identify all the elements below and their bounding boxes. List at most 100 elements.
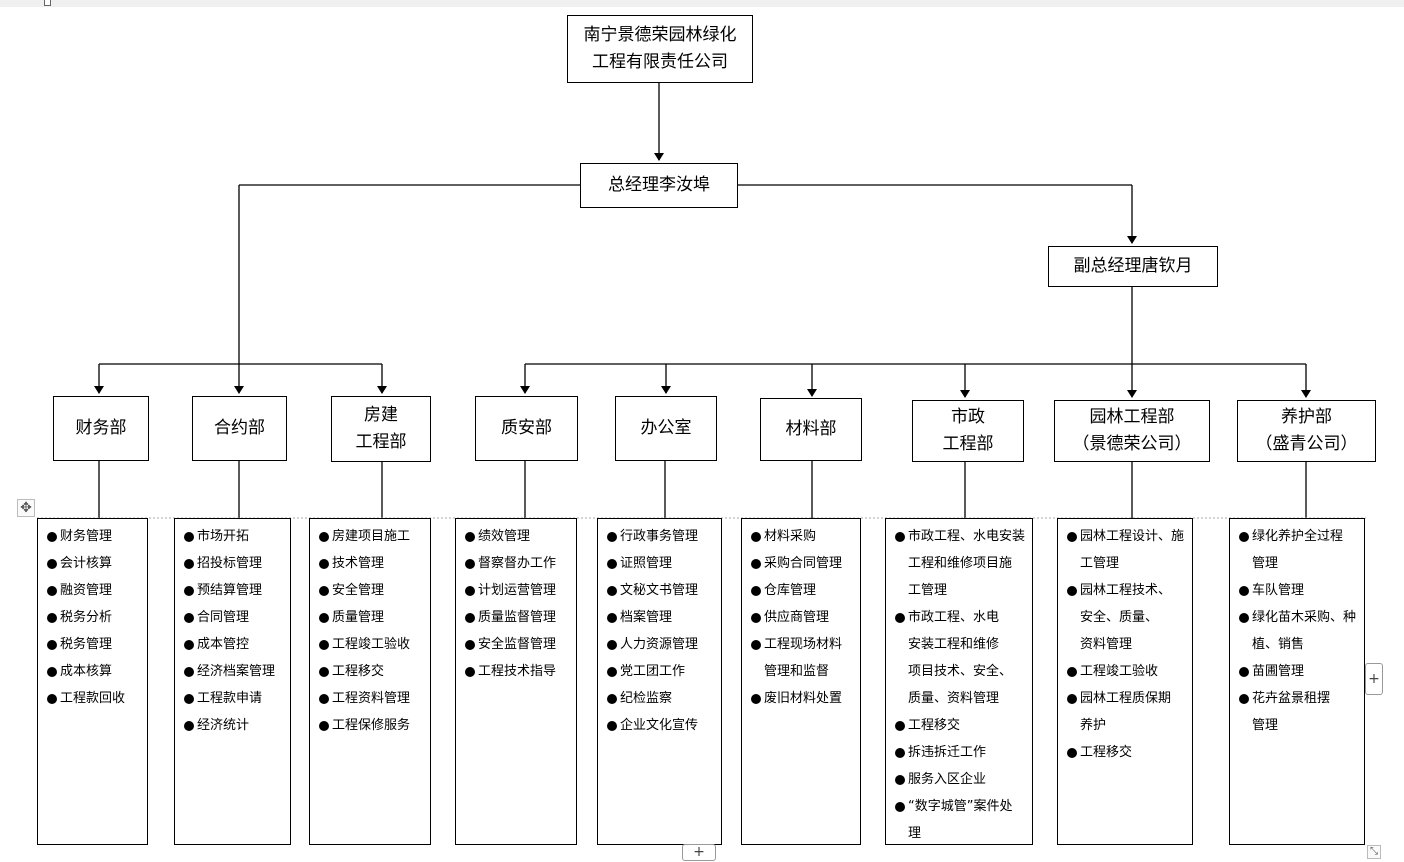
duty-list-landscape: 园林工程设计、施 工管理 园林工程技术、 安全、质量、 资料管理 工程竣工验收 … xyxy=(1057,518,1193,845)
dept-name: 养护部 （盛青公司） xyxy=(1255,407,1358,454)
duty-item: 税务分析 xyxy=(47,604,143,631)
dept-name: 材料部 xyxy=(785,419,837,439)
duty-item: 质量管理 xyxy=(319,604,426,631)
duty-item: 工程技术指导 xyxy=(465,658,572,685)
plus-icon: + xyxy=(693,844,705,860)
dept-name: 财务部 xyxy=(75,418,127,438)
duty-item: 融资管理 xyxy=(47,577,143,604)
add-row-button[interactable]: + xyxy=(682,844,716,861)
general-manager-box: 总经理李汝埠 xyxy=(580,163,738,208)
duty-item: 服务入区企业 xyxy=(895,766,1028,793)
duty-item: “数字城管”案件处 理 xyxy=(895,793,1028,847)
duty-list-materials: 材料采购 采购合同管理 仓库管理 供应商管理 工程现场材料 管理和监督 废旧材料… xyxy=(741,518,861,845)
duty-item: 园林工程技术、 安全、质量、 资料管理 xyxy=(1067,577,1188,658)
duty-item: 绩效管理 xyxy=(465,523,572,550)
duty-item: 合同管理 xyxy=(184,604,286,631)
duty-item: 房建项目施工 xyxy=(319,523,426,550)
ruler-marker xyxy=(44,0,51,6)
duty-list-municipal: 市政工程、水电安装 工程和维修项目施 工管理 市政工程、水电 安装工程和维修 项… xyxy=(885,518,1033,845)
duty-list-contract: 市场开拓 招投标管理 预结算管理 合同管理 成本管控 经济档案管理 工程款申请 … xyxy=(174,518,291,845)
duty-item: 税务管理 xyxy=(47,631,143,658)
dept-box-housing: 房建 工程部 xyxy=(331,396,431,462)
duty-item: 企业文化宣传 xyxy=(607,712,717,739)
duty-item: 供应商管理 xyxy=(751,604,856,631)
dept-name: 合约部 xyxy=(214,418,265,438)
duty-item: 市政工程、水电安装 工程和维修项目施 工管理 xyxy=(895,523,1028,604)
duty-item: 工程移交 xyxy=(895,712,1028,739)
duty-list-office: 行政事务管理 证照管理 文秘文书管理 档案管理 人力资源管理 党工团工作 纪检监… xyxy=(597,518,722,845)
duty-item: 成本核算 xyxy=(47,658,143,685)
top-ruler-strip xyxy=(0,0,1404,7)
duty-item: 工程保修服务 xyxy=(319,712,426,739)
duty-item: 车队管理 xyxy=(1239,577,1360,604)
duty-item: 计划运营管理 xyxy=(465,577,572,604)
duty-item: 采购合同管理 xyxy=(751,550,856,577)
duty-item: 会计核算 xyxy=(47,550,143,577)
duty-item: 安全监督管理 xyxy=(465,631,572,658)
company-name: 南宁景德荣园林绿化 工程有限责任公司 xyxy=(583,25,737,72)
dept-name: 园林工程部 （景德荣公司） xyxy=(1072,407,1192,454)
duty-item: 纪检监察 xyxy=(607,685,717,712)
deputy-manager-label: 副总经理唐钦月 xyxy=(1073,256,1193,276)
duty-item: 行政事务管理 xyxy=(607,523,717,550)
duty-item: 拆违拆迁工作 xyxy=(895,739,1028,766)
duty-item: 人力资源管理 xyxy=(607,631,717,658)
duty-item: 工程款申请 xyxy=(184,685,286,712)
dept-box-landscape: 园林工程部 （景德荣公司） xyxy=(1054,400,1210,462)
duty-item: 仓库管理 xyxy=(751,577,856,604)
duty-list-housing: 房建项目施工 技术管理 安全管理 质量管理 工程竣工验收 工程移交 工程资料管理… xyxy=(309,518,431,845)
duty-item: 安全管理 xyxy=(319,577,426,604)
add-column-button[interactable]: + xyxy=(1365,663,1383,695)
deputy-manager-box: 副总经理唐钦月 xyxy=(1048,246,1218,287)
dept-box-maintenance: 养护部 （盛青公司） xyxy=(1237,400,1376,462)
duty-item: 党工团工作 xyxy=(607,658,717,685)
duty-item: 绿化养护全过程 管理 xyxy=(1239,523,1360,577)
duty-item: 工程款回收 xyxy=(47,685,143,712)
duty-item: 成本管控 xyxy=(184,631,286,658)
duty-item: 技术管理 xyxy=(319,550,426,577)
duty-item: 废旧材料处置 xyxy=(751,685,856,712)
duty-item: 证照管理 xyxy=(607,550,717,577)
duty-item: 预结算管理 xyxy=(184,577,286,604)
duty-item: 质量监督管理 xyxy=(465,604,572,631)
duty-item: 财务管理 xyxy=(47,523,143,550)
duty-item: 材料采购 xyxy=(751,523,856,550)
duty-item: 工程移交 xyxy=(1067,739,1188,766)
duty-list-quality-safety: 绩效管理 督察督办工作 计划运营管理 质量监督管理 安全监督管理 工程技术指导 xyxy=(455,518,577,845)
duty-item: 经济统计 xyxy=(184,712,286,739)
duty-item: 苗圃管理 xyxy=(1239,658,1360,685)
plus-icon: + xyxy=(1368,671,1380,687)
duty-item: 工程竣工验收 xyxy=(1067,658,1188,685)
duty-item: 绿化苗木采购、种 植、销售 xyxy=(1239,604,1360,658)
duty-item: 经济档案管理 xyxy=(184,658,286,685)
duty-list-finance: 财务管理 会计核算 融资管理 税务分析 税务管理 成本核算 工程款回收 xyxy=(37,518,148,845)
dept-box-materials: 材料部 xyxy=(760,398,862,461)
duty-item: 招投标管理 xyxy=(184,550,286,577)
table-resize-handle-icon[interactable]: ⤡ xyxy=(1367,845,1381,859)
dept-name: 市政 工程部 xyxy=(942,407,994,454)
duty-item: 工程资料管理 xyxy=(319,685,426,712)
duty-item: 市场开拓 xyxy=(184,523,286,550)
company-box: 南宁景德荣园林绿化 工程有限责任公司 xyxy=(567,15,753,83)
dept-box-quality-safety: 质安部 xyxy=(475,396,578,461)
dept-box-finance: 财务部 xyxy=(53,396,149,461)
duty-item: 园林工程质保期 养护 xyxy=(1067,685,1188,739)
general-manager-label: 总经理李汝埠 xyxy=(608,175,710,195)
duty-item: 花卉盆景租摆 管理 xyxy=(1239,685,1360,739)
dept-name: 房建 工程部 xyxy=(355,405,407,452)
duty-item: 督察督办工作 xyxy=(465,550,572,577)
dept-box-contract: 合约部 xyxy=(192,396,287,461)
duty-item: 文秘文书管理 xyxy=(607,577,717,604)
duty-list-maintenance: 绿化养护全过程 管理 车队管理 绿化苗木采购、种 植、销售 苗圃管理 花卉盆景租… xyxy=(1229,518,1365,845)
duty-item: 工程竣工验收 xyxy=(319,631,426,658)
dept-name: 办公室 xyxy=(640,418,692,438)
duty-item: 工程移交 xyxy=(319,658,426,685)
duty-item: 园林工程设计、施 工管理 xyxy=(1067,523,1188,577)
dept-name: 质安部 xyxy=(501,418,552,438)
dept-box-municipal: 市政 工程部 xyxy=(912,400,1024,462)
table-move-handle-icon[interactable]: ✥ xyxy=(17,499,35,517)
duty-item: 工程现场材料 管理和监督 xyxy=(751,631,856,685)
dept-box-office: 办公室 xyxy=(615,396,717,461)
duty-item: 市政工程、水电 安装工程和维修 项目技术、安全、 质量、资料管理 xyxy=(895,604,1028,712)
duty-item: 档案管理 xyxy=(607,604,717,631)
